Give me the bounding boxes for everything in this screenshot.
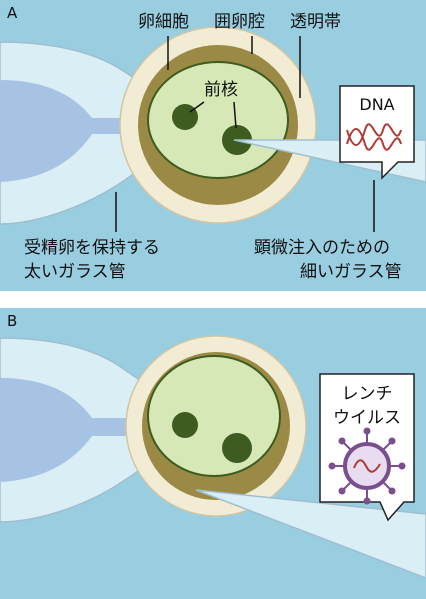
pronucleus-left <box>172 104 198 130</box>
label-perivitelline-space: 囲卵腔 <box>214 12 265 32</box>
lentivirus-bubble-line2: ウイルス <box>333 408 401 428</box>
holding-pipette-core <box>0 80 130 182</box>
label-injection-pipette-line2: 細いガラス管 <box>300 262 402 282</box>
oocyte <box>147 61 289 179</box>
leader-pronucleus-right <box>233 101 237 129</box>
lentivirus-particle-icon <box>328 427 406 505</box>
dna-double-helix-icon <box>346 123 402 151</box>
dna-bubble-label: DNA <box>359 95 395 114</box>
panel-a: A 卵細胞 囲卵腔 透明帯 前核 DNA 受精卵を保持する 太いガラス管 顕微注… <box>0 0 426 291</box>
lentivirus-bubble-line1: レンチ <box>341 384 393 404</box>
label-oocyte: 卵細胞 <box>138 12 189 32</box>
panel-letter-a: A <box>7 4 18 22</box>
pronucleus-left <box>172 412 198 438</box>
panel-letter-b: B <box>7 312 18 330</box>
label-zona-pellucida: 透明帯 <box>290 12 341 32</box>
leader-pronucleus-left <box>189 101 205 113</box>
injection-pipette <box>195 489 426 579</box>
pronucleus-right <box>222 433 252 463</box>
dna-callout-bubble <box>339 85 415 180</box>
holding-pipette-core <box>0 378 130 482</box>
panel-a-illustration <box>0 26 426 232</box>
panel-b: B レンチ ウイルス <box>0 308 426 599</box>
label-holding-pipette-line1: 受精卵を保持する <box>24 238 160 258</box>
label-pronucleus: 前核 <box>204 80 238 100</box>
label-holding-pipette-line2: 太いガラス管 <box>24 262 126 282</box>
panel-b-illustration <box>0 335 426 579</box>
oocyte <box>147 355 281 477</box>
label-injection-pipette-line1: 顕微注入のための <box>254 238 390 258</box>
